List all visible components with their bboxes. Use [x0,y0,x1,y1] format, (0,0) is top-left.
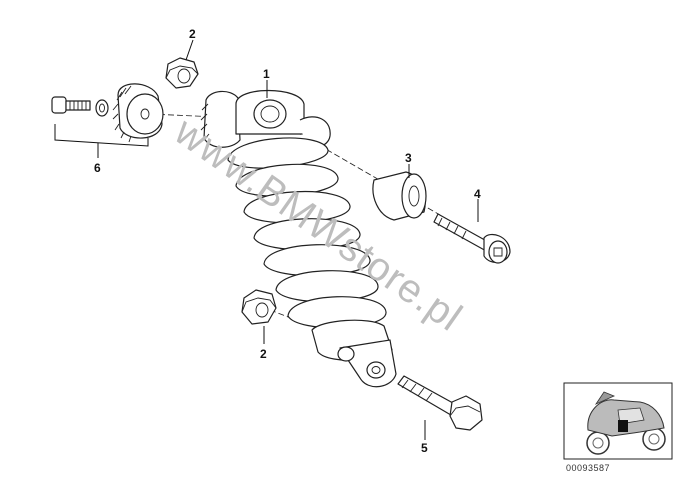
callout-5: 5 [421,441,428,455]
part-2-top-nut [165,39,199,89]
callout-1: 1 [263,67,270,81]
part-1-shock-absorber [200,80,397,388]
adjuster-knob [112,83,164,143]
part-6-bracket [54,124,149,147]
callout-2-bottom: 2 [260,347,267,361]
part-6-adjuster-assembly [51,83,164,158]
part-2-bottom-nut [241,289,277,344]
part-5-bolt [397,375,483,440]
part-4-bolt [433,199,511,264]
motorcycle-icon [586,391,666,455]
callout-labels: 1 2 2 3 4 5 6 [94,27,481,455]
shock-spring [227,137,387,329]
adjuster-bolt [51,96,91,114]
callout-2-top: 2 [189,27,196,41]
reference-number: 00093587 [566,463,610,473]
callout-4: 4 [474,187,481,201]
motorcycle-thumbnail [563,382,673,460]
adjuster-washer [95,99,109,117]
callout-3: 3 [405,151,412,165]
callout-6: 6 [94,161,101,175]
part-3-bushing [372,164,427,221]
